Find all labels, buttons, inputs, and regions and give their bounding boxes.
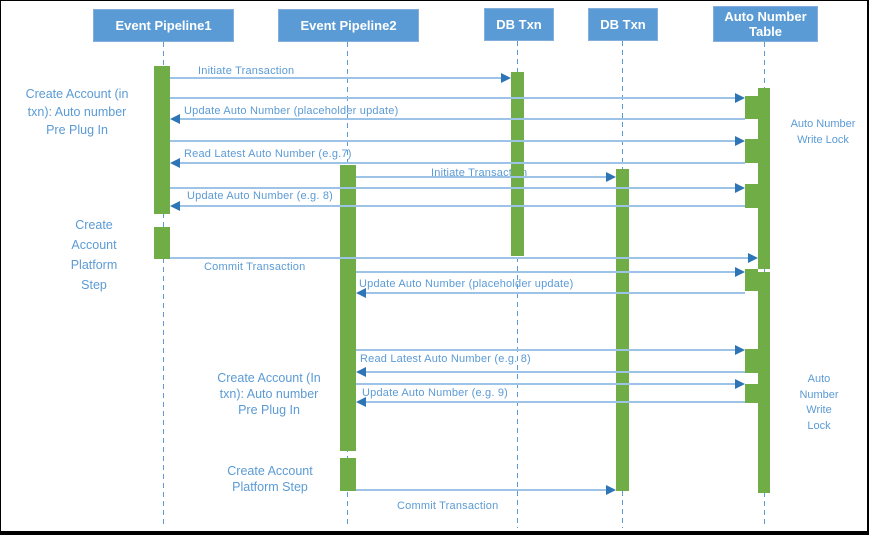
message-label-16: Commit Transaction xyxy=(397,500,499,512)
message-arrowhead-5 xyxy=(170,158,180,168)
message-line-2 xyxy=(170,97,738,99)
message-label-3: Update Auto Number (placeholder update) xyxy=(184,105,399,117)
message-arrowhead-6 xyxy=(606,172,616,182)
message-arrowhead-11 xyxy=(356,288,366,298)
message-label-5: Read Latest Auto Number (e.g.7) xyxy=(184,148,352,160)
message-arrowhead-3 xyxy=(170,114,180,124)
activation-ep1-platform-step xyxy=(154,227,170,259)
message-line-7 xyxy=(170,187,738,189)
message-arrowhead-10 xyxy=(735,267,745,277)
message-line-3 xyxy=(177,118,745,120)
lifeline-header-db-txn-1: DB Txn xyxy=(484,8,554,41)
message-arrowhead-9 xyxy=(748,253,758,263)
message-arrowhead-2 xyxy=(735,93,745,103)
note-write-lock-top: Auto Number Write Lock xyxy=(790,118,856,146)
message-arrowhead-16 xyxy=(606,485,616,495)
message-line-9 xyxy=(170,257,751,259)
lifeline-db-txn-1 xyxy=(517,41,518,528)
activation-write-lock-5 xyxy=(745,349,758,373)
message-label-13: Read Latest Auto Number (e.g. 8) xyxy=(360,353,531,365)
message-line-16 xyxy=(356,489,609,491)
message-arrowhead-8 xyxy=(170,201,180,211)
message-arrowhead-12 xyxy=(735,345,745,355)
activation-write-lock-6 xyxy=(745,384,758,403)
message-arrowhead-13 xyxy=(356,367,366,377)
message-label-1: Initiate Transaction xyxy=(198,65,295,77)
message-line-5 xyxy=(177,162,745,164)
lifeline-header-event-pipeline2: Event Pipeline2 xyxy=(278,9,419,42)
message-line-13 xyxy=(363,371,745,373)
activation-write-lock-4 xyxy=(745,269,758,291)
activation-write-lock-2 xyxy=(745,139,758,163)
message-arrowhead-14 xyxy=(735,379,745,389)
activation-ep2-platform-step xyxy=(340,458,356,491)
message-arrowhead-4 xyxy=(735,136,745,146)
activation-db-txn-2 xyxy=(616,169,629,491)
note-ep2-platform-step: Create Account Platform Step xyxy=(227,464,313,494)
message-line-6 xyxy=(356,176,609,178)
note-ep2-create-account: Create Account (In txn): Auto number Pre… xyxy=(217,371,321,417)
lifeline-header-db-txn-2: DB Txn xyxy=(588,8,658,41)
message-arrowhead-1 xyxy=(501,73,511,83)
message-arrowhead-15 xyxy=(356,397,366,407)
activation-ep1-create-account xyxy=(154,66,170,214)
activation-db-txn-1 xyxy=(511,72,524,256)
activation-auto-number-table-2 xyxy=(758,272,770,493)
message-line-1 xyxy=(170,77,504,79)
lifeline-event-pipeline1 xyxy=(163,42,164,528)
message-line-12 xyxy=(356,349,738,351)
activation-write-lock-1 xyxy=(745,96,758,119)
message-label-15: Update Auto Number (e.g. 9) xyxy=(362,387,509,399)
message-line-15 xyxy=(363,401,745,403)
message-line-11 xyxy=(363,292,745,294)
message-line-14 xyxy=(356,383,738,385)
message-label-11: Update Auto Number (placeholder update) xyxy=(359,278,574,290)
lifeline-header-event-pipeline1: Event Pipeline1 xyxy=(93,9,234,42)
note-ep1-platform-step: Create Account Platform Step xyxy=(70,218,118,292)
message-arrowhead-7 xyxy=(735,183,745,193)
message-label-9: Commit Transaction xyxy=(204,261,306,273)
message-line-4 xyxy=(170,140,738,142)
lifeline-header-auto-number-table: Auto Number Table xyxy=(713,6,818,42)
activation-write-lock-3 xyxy=(745,184,758,208)
message-line-10 xyxy=(356,271,738,273)
message-label-8: Update Auto Number (e.g. 8) xyxy=(187,190,334,202)
message-line-8 xyxy=(177,205,745,207)
activation-auto-number-table-1 xyxy=(758,88,770,269)
note-ep1-create-account: Create Account (in txn): Auto number Pre… xyxy=(25,87,129,137)
note-write-lock-bottom: Auto Number Write Lock xyxy=(799,373,839,432)
activation-ep2-create-account xyxy=(340,165,356,451)
